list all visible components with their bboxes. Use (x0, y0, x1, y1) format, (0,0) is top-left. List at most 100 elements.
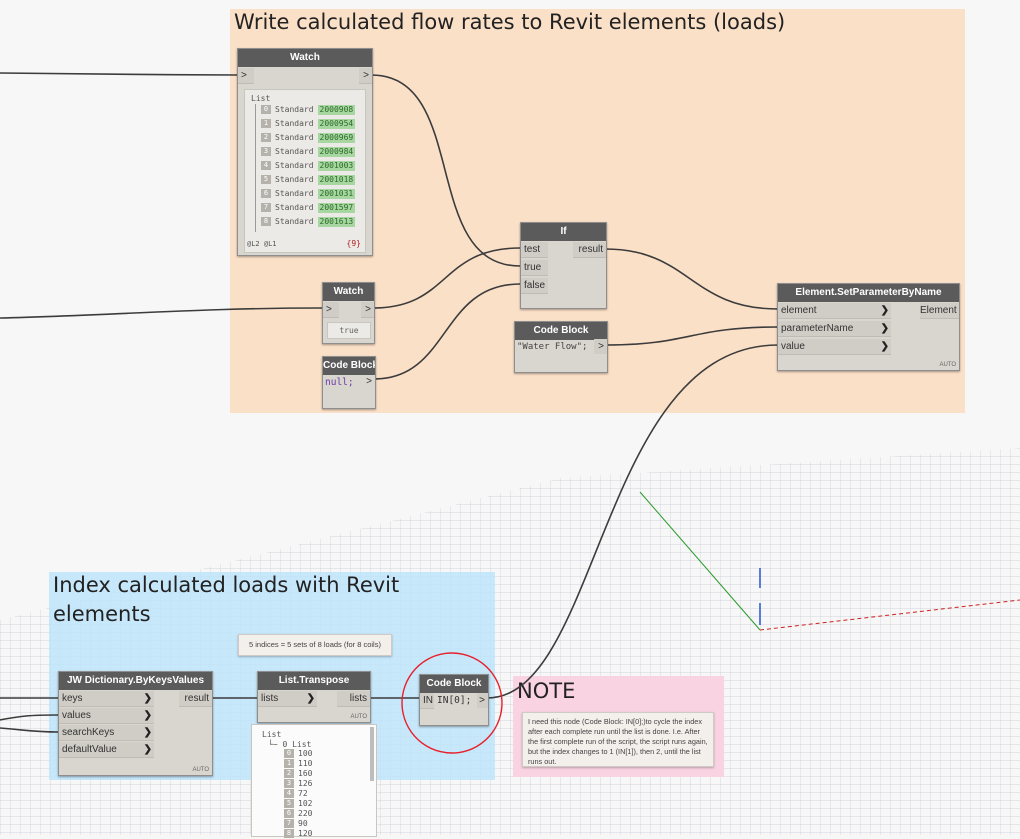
list-value: 120 (298, 829, 313, 838)
output-result[interactable]: result (573, 242, 606, 258)
list-value: 220 (298, 809, 313, 818)
list-value: 2000908 (317, 104, 356, 115)
list-value: 2001597 (317, 202, 356, 213)
list-type: Standard (275, 203, 314, 212)
list-type: Standard (275, 189, 314, 198)
code-text[interactable]: null; (325, 377, 354, 388)
list-index: 2 (261, 133, 271, 142)
list-type: Standard (275, 119, 314, 128)
watch-node-bool[interactable]: Watch > > true (322, 282, 375, 344)
note-text[interactable]: I need this node (Code Block: IN[0];)to … (522, 712, 714, 767)
list-index: 5 (284, 799, 294, 808)
lacing-auto-label: AUTO (350, 714, 367, 720)
list-type: Standard (275, 161, 314, 170)
list-value: 102 (298, 799, 313, 808)
watch-value: true (327, 322, 371, 339)
list-transpose-node[interactable]: List.Transpose lists❯ lists AUTO (257, 671, 371, 723)
input-test[interactable]: test (521, 242, 548, 258)
output-lists[interactable]: lists (337, 691, 370, 707)
input-false[interactable]: false (521, 278, 548, 294)
list-index: 6 (261, 189, 271, 198)
node-title: Code Block (515, 322, 607, 340)
output-port[interactable]: > (366, 376, 372, 387)
list-value: 160 (298, 769, 313, 778)
list-item: 6 220 (284, 809, 312, 819)
input-keys[interactable]: keys❯ (59, 691, 154, 707)
list-index: 1 (284, 759, 294, 768)
list-value: 126 (298, 779, 313, 788)
list-value: 72 (298, 789, 308, 798)
group-index-title: Index calculated loads with Revit elemen… (53, 573, 400, 626)
list-value: 2001003 (317, 160, 356, 171)
list-value: 2000969 (317, 132, 356, 143)
output-port[interactable]: > (477, 693, 488, 708)
code-block-water-flow[interactable]: Code Block "Water Flow"; > (514, 321, 608, 373)
list-type: Standard (275, 105, 314, 114)
code-text[interactable]: IN[0]; (437, 695, 472, 706)
list-index: 1 (261, 119, 271, 128)
input-in[interactable]: IN (420, 693, 434, 709)
list-index: 7 (261, 203, 271, 212)
list-index: 8 (261, 217, 271, 226)
node-title: Watch (238, 49, 372, 67)
input-search-keys[interactable]: searchKeys❯ (59, 725, 154, 741)
lacing-auto-label: AUTO (939, 362, 956, 368)
dictionary-by-keys-values-node[interactable]: JW Dictionary.ByKeysValues keys❯ values❯… (58, 671, 213, 776)
sub-list-header: └− 0 List (268, 740, 312, 749)
list-index: 5 (261, 175, 271, 184)
axis-red (759, 599, 1020, 631)
list-item: 5 102 (284, 799, 312, 809)
list-index: 6 (284, 809, 294, 818)
output-element[interactable]: Element (920, 303, 959, 319)
output-port[interactable]: > (594, 339, 607, 354)
code-text[interactable]: "Water Flow"; (517, 342, 588, 352)
input-element[interactable]: element❯ (778, 303, 891, 319)
output-result[interactable]: result (179, 691, 212, 707)
input-parameter-name[interactable]: parameterName❯ (778, 321, 891, 337)
input-port[interactable]: > (238, 68, 254, 84)
output-port[interactable]: > (361, 302, 374, 318)
list-levels: @L2 @L1 (247, 240, 277, 248)
list-index: 0 (284, 749, 294, 758)
indices-note[interactable]: 5 indices = 5 sets of 8 loads (for 8 coi… (238, 634, 392, 656)
input-values[interactable]: values❯ (59, 708, 154, 724)
input-value[interactable]: value❯ (778, 339, 891, 355)
list-header: List (262, 730, 282, 739)
list-type: Standard (275, 133, 314, 142)
code-block-null[interactable]: Code Block null; > (322, 356, 376, 409)
group-note-title: NOTE (517, 679, 576, 703)
set-parameter-node[interactable]: Element.SetParameterByName element❯ para… (777, 283, 960, 371)
if-node[interactable]: If test true false result (520, 222, 607, 309)
list-value: 2001613 (317, 216, 356, 227)
node-title: Code Block (420, 675, 488, 693)
output-port[interactable]: > (359, 68, 372, 84)
code-block-index[interactable]: Code Block IN IN[0]; > (419, 674, 489, 726)
input-true[interactable]: true (521, 260, 548, 276)
node-title: Element.SetParameterByName (778, 284, 959, 302)
input-port[interactable]: > (323, 302, 339, 318)
node-title: Watch (323, 283, 374, 301)
scrollbar[interactable] (370, 727, 374, 781)
node-title: JW Dictionary.ByKeysValues (59, 672, 212, 690)
list-value: 2001031 (317, 188, 356, 199)
input-lists[interactable]: lists❯ (258, 691, 317, 707)
list-value: 2000984 (317, 146, 356, 157)
input-default-value[interactable]: defaultValue❯ (59, 742, 154, 758)
list-type: Standard (275, 147, 314, 156)
